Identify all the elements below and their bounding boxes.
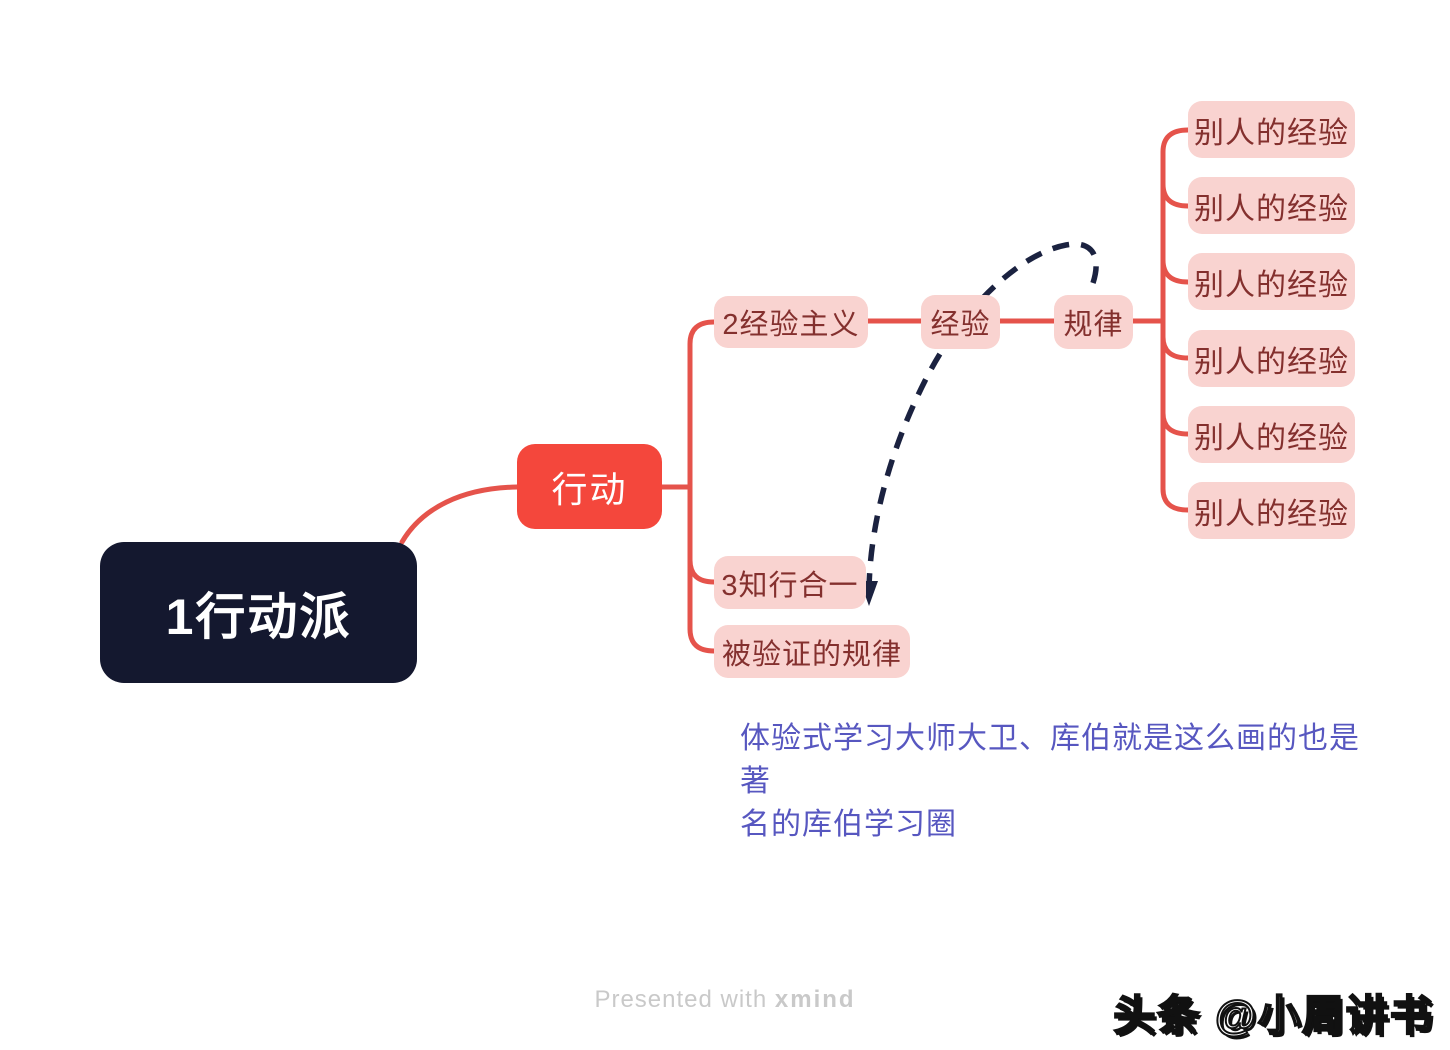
topic-others-experience-6[interactable]: 别人的经验: [1188, 482, 1355, 539]
footer-brand-xmind: xmind: [774, 986, 856, 1013]
topic-others-experience-4[interactable]: 别人的经验: [1188, 330, 1355, 387]
connector-branch-other-2: [1160, 181, 1191, 209]
watermark-toutiao: 头条 @小周讲书: [1112, 991, 1434, 1040]
topic-rule[interactable]: 规律: [1054, 295, 1133, 349]
connector-branch-other-5: [1160, 410, 1191, 437]
footer-credit: Presented with xmind: [0, 986, 1450, 1014]
footer-presented-text: Presented with: [594, 986, 768, 1013]
topic-others-experience-1[interactable]: 别人的经验: [1188, 101, 1355, 158]
topic-verified-rule[interactable]: 被验证的规律: [714, 625, 910, 678]
connector-branch-other-3: [1160, 257, 1191, 285]
topic-unity-of-knowledge-action[interactable]: 3知行合一: [714, 556, 866, 609]
connector-left-trunk: [687, 319, 717, 654]
topic-experience[interactable]: 经验: [921, 295, 1000, 349]
topic-others-experience-5[interactable]: 别人的经验: [1188, 406, 1355, 463]
connector-branch-other-4: [1160, 334, 1191, 361]
topic-empiricism[interactable]: 2经验主义: [714, 296, 868, 348]
connector-branch-unity: [687, 557, 717, 585]
note-line-2: 名的库伯学习圈: [740, 808, 957, 841]
note-line-1: 体验式学习大师大卫、库伯就是这么画的也是著: [740, 722, 1360, 798]
connector-right-trunk: [1160, 127, 1191, 513]
connector-root-to-action: [399, 484, 520, 545]
root-topic[interactable]: 1行动派: [100, 542, 417, 683]
topic-others-experience-3[interactable]: 别人的经验: [1188, 253, 1355, 310]
topic-others-experience-2[interactable]: 别人的经验: [1188, 177, 1355, 234]
dashed-relationship-curve: [866, 241, 1099, 591]
topic-action[interactable]: 行动: [517, 444, 662, 529]
floating-note[interactable]: 体验式学习大师大卫、库伯就是这么画的也是著 名的库伯学习圈: [740, 717, 1380, 846]
